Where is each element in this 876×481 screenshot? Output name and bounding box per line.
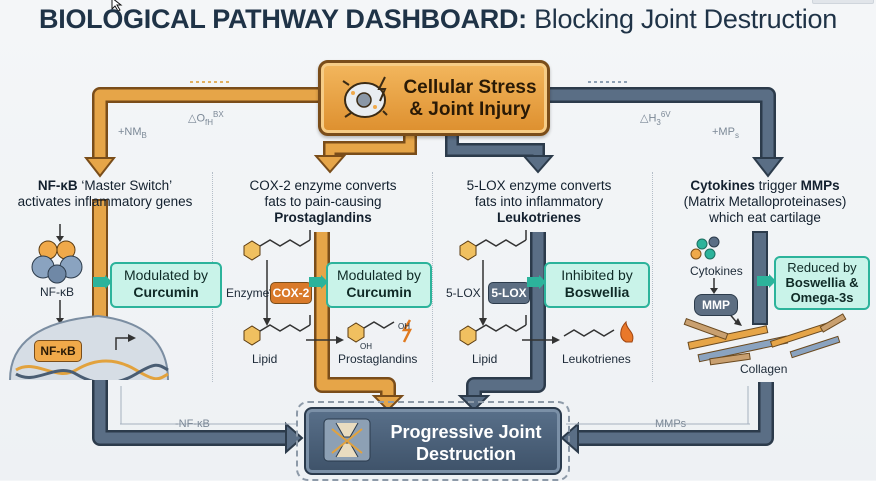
tag-pin-icon (309, 275, 328, 289)
stressed-cell-icon (342, 76, 388, 118)
cox2-pill: COX-2 (270, 282, 312, 304)
orange-arrowhead-left (83, 157, 117, 178)
bottom-box-line1: Progressive Joint (390, 422, 542, 442)
cellular-stress-box: Cellular Stress & Joint Injury (318, 60, 550, 136)
mmp-pill: MMP (694, 294, 738, 316)
page-title: BIOLOGICAL PATHWAY DASHBOARD: Blocking J… (0, 4, 876, 35)
top-box-line2: & Joint Injury (409, 99, 531, 120)
cox2-illustration (243, 230, 413, 346)
tag-pin-icon (527, 275, 546, 289)
cox2-column-heading: COX-2 enzyme converts fats to pain-causi… (249, 178, 397, 225)
title-bold: BIOLOGICAL PATHWAY DASHBOARD: (39, 4, 527, 34)
oh-label-1: OH (398, 322, 410, 331)
tag-pin-icon (757, 274, 776, 288)
nfkb-pill: NF-κB (34, 340, 82, 362)
top-box-line1: Cellular Stress (403, 77, 537, 98)
column-divider (652, 172, 653, 382)
flow-label-right-down: +MPs (712, 126, 739, 141)
column-divider (432, 172, 433, 382)
flow-label-top-left: △OfHBX (188, 110, 224, 127)
nfkb-illustration (9, 224, 169, 380)
flow-label-left-down: +NMB (118, 126, 147, 141)
nfkb-complex-label: NF-κB (40, 285, 74, 299)
enzyme-label: Enzyme (226, 286, 270, 300)
lox-enzyme-label: 5-LOX (446, 286, 481, 300)
mmp-column-heading: Cytokines trigger MMPs (Matrix Metallopr… (683, 178, 847, 225)
boswellia-omega-tag: Reduced by Boswellia & Omega-3s (774, 256, 870, 310)
mouse-cursor-icon (111, 0, 123, 12)
damaged-joint-icon (323, 418, 371, 462)
lox-illustration (459, 230, 634, 346)
lipid-label-lox: Lipid (472, 352, 498, 366)
joint-destruction-box: Progressive Joint Destruction (304, 407, 562, 475)
title-light: Blocking Joint Destruction (534, 4, 837, 34)
tag-pin-icon (93, 275, 112, 289)
lox-pill: 5-LOX (488, 282, 530, 304)
bottom-box-line2: Destruction (415, 444, 516, 464)
lox-column-heading: 5-LOX enzyme converts fats into inflamma… (466, 178, 612, 225)
lipid-label-cox: Lipid (252, 352, 278, 366)
oh-label-2: OH (360, 342, 372, 351)
cytokines-label: Cytokines (690, 264, 743, 278)
flow-label-bottom-left: -NF-κB (175, 418, 210, 430)
nfkb-column-heading: NF-κB ‘Master Switch’ activates inflamma… (17, 178, 193, 209)
mmp-illustration (683, 236, 847, 366)
collagen-label: Collagen (740, 362, 788, 376)
flow-label-top-right: △H36V (640, 110, 671, 127)
steel-arrowhead-right (751, 157, 785, 178)
prostaglandins-label: Prostaglandins (338, 352, 418, 366)
flow-label-bottom-right: MMPs (655, 418, 687, 430)
leukotrienes-label: Leukotrienes (562, 352, 631, 366)
window-control (812, 0, 874, 4)
